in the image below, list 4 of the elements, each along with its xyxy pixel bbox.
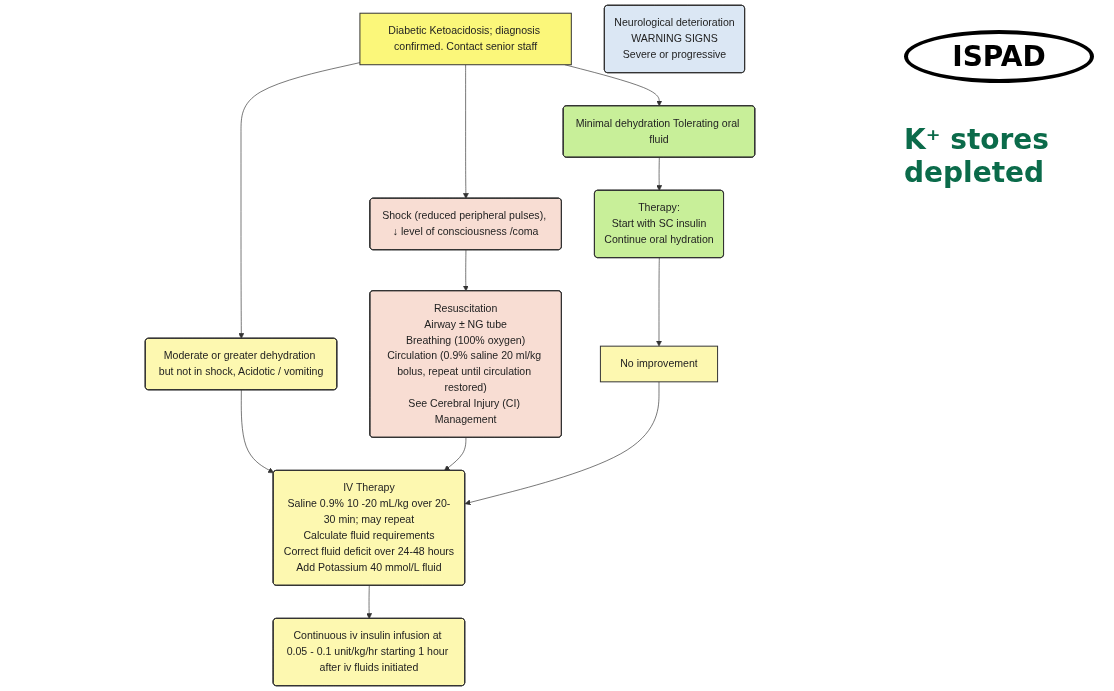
node-box: Diabetic Ketoacidosis; diagnosis confirmed. Contact senior staff [359,12,572,66]
node-box: No improvement [599,345,719,383]
handwritten-note: K⁺ stores depleted [904,123,1050,189]
handwritten-note: ISPAD [904,30,1094,83]
